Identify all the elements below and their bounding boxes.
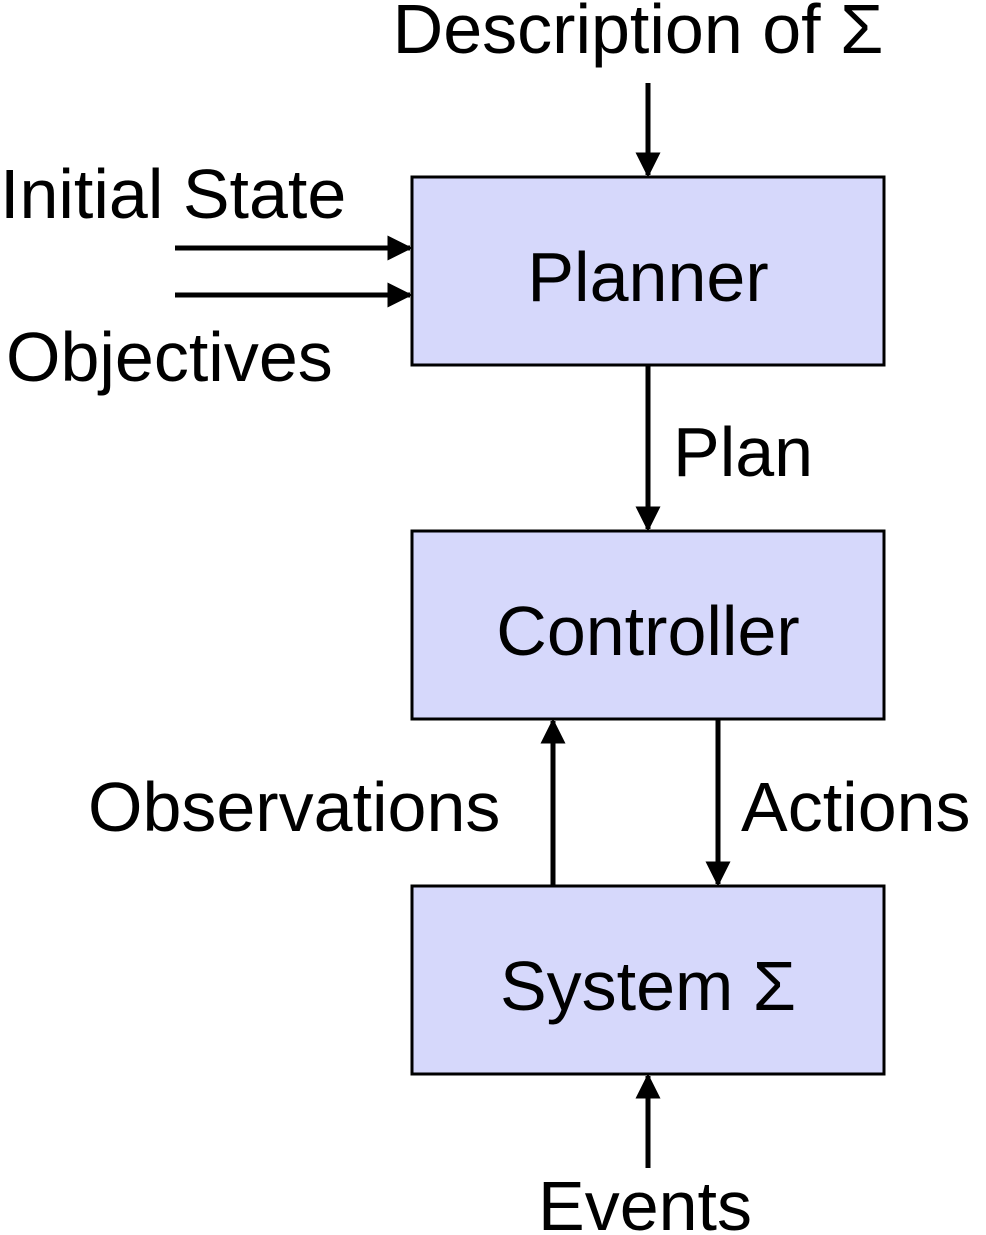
planner-box-rect: [410, 175, 886, 367]
description-label: Description of Σ: [393, 0, 884, 68]
events-label: Events: [538, 1167, 752, 1235]
plan-label: Plan: [673, 413, 813, 491]
planner-box: Planner: [410, 175, 886, 367]
objectives-label: Objectives: [6, 318, 333, 396]
system-label: System Σ: [500, 947, 796, 1025]
controller-box-rect: [410, 529, 886, 721]
observations-label: Observations: [88, 768, 500, 846]
planner-label: Planner: [527, 238, 768, 316]
controller-box: Controller: [410, 529, 886, 721]
system-box: System Σ: [410, 884, 886, 1076]
controller-label: Controller: [496, 592, 799, 670]
system-box-rect: [410, 884, 886, 1076]
initial-state-label: Initial State: [0, 155, 346, 233]
actions-label: Actions: [741, 768, 971, 846]
